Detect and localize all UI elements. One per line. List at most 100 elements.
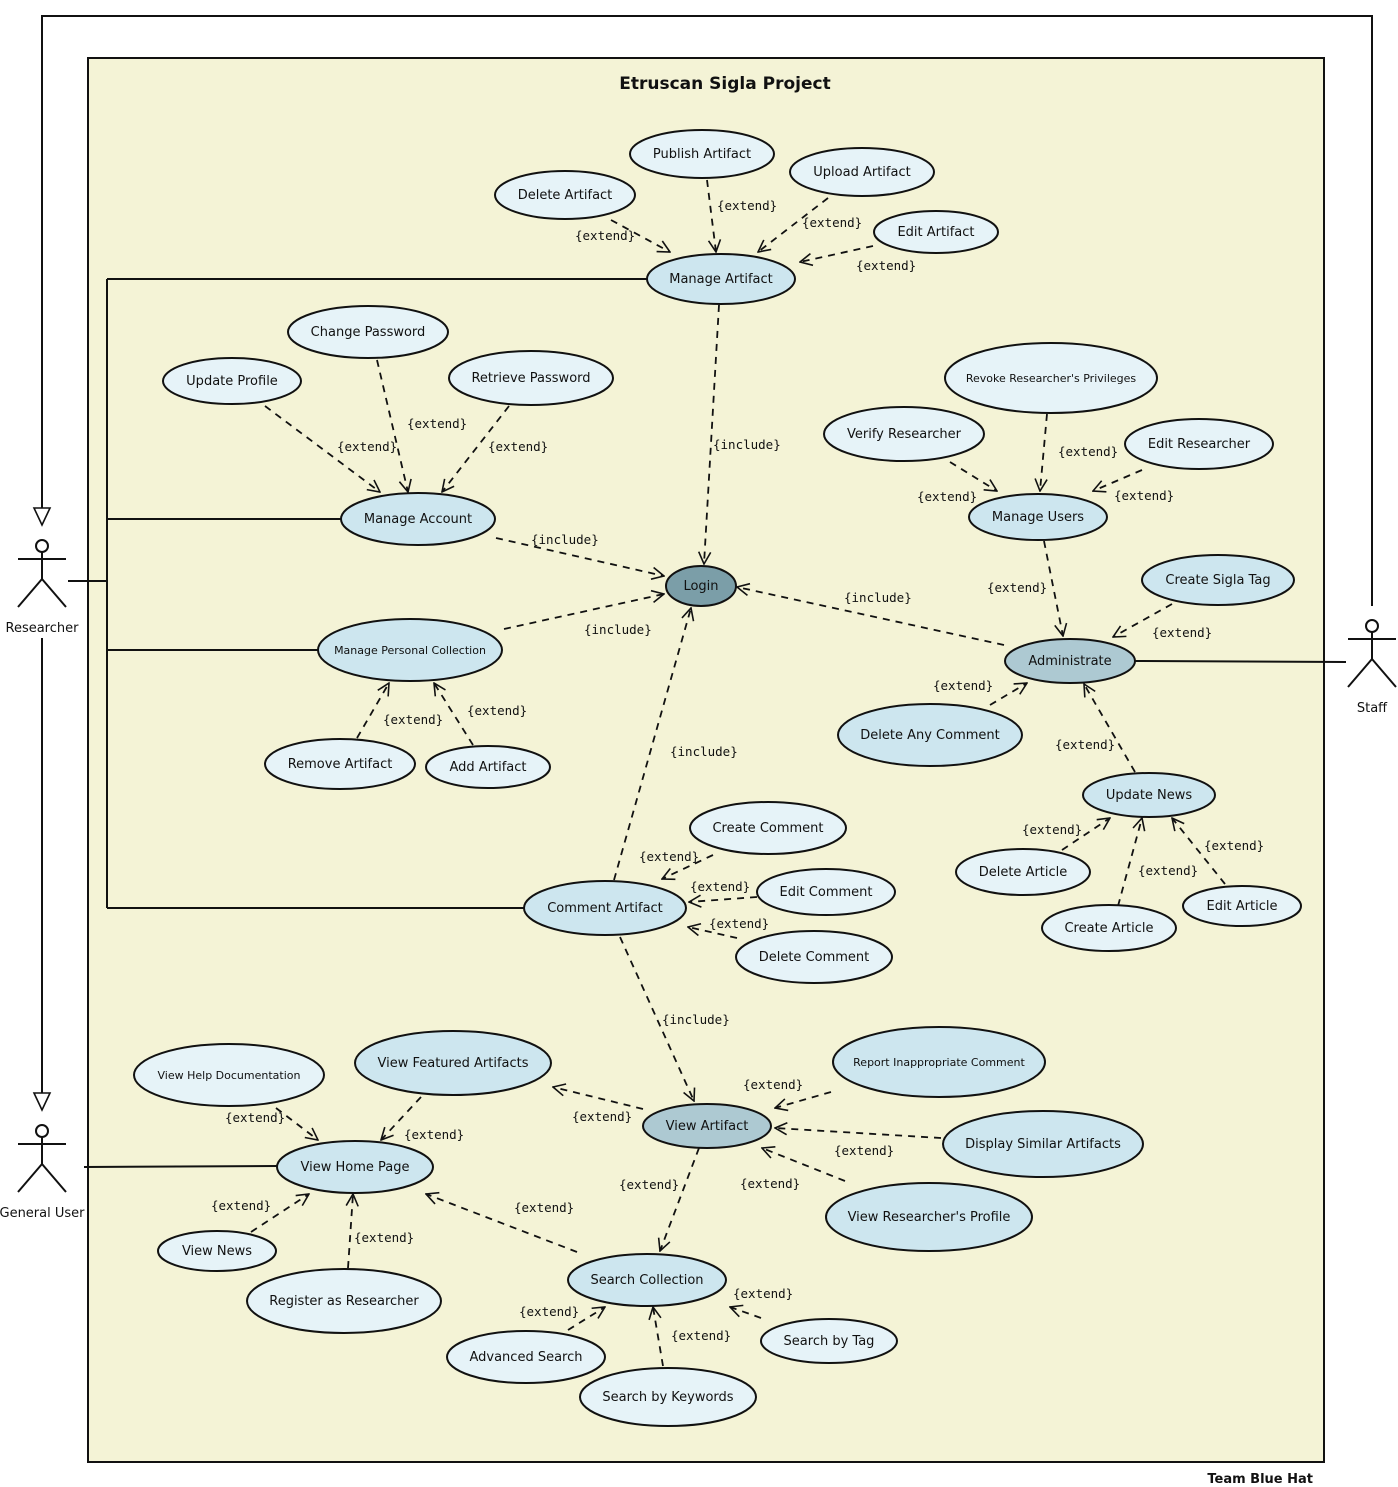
relation-label: {extend} [354,1230,414,1245]
use-case-label: Display Similar Artifacts [965,1137,1121,1152]
use-case-create-comment[interactable]: Create Comment [689,801,847,855]
relation-label: {include} [662,1012,730,1027]
use-case-label: Manage Personal Collection [334,644,486,657]
use-case-search-collection[interactable]: Search Collection [567,1253,727,1307]
use-case-view-researchers-profile[interactable]: View Researcher's Profile [825,1182,1033,1252]
relation-label: {extend} [383,712,443,727]
relation-label: {extend} [1022,822,1082,837]
dependencies [250,179,1226,1367]
relation-label: {extend} [690,879,750,894]
use-case-manage-account[interactable]: Manage Account [340,492,496,546]
relation-label: {extend} [572,1109,632,1124]
use-case-edit-researcher[interactable]: Edit Researcher [1124,418,1274,470]
delete-article-extend [1061,818,1110,851]
relation-label: {extend} [740,1176,800,1191]
use-case-label: Add Artifact [449,760,526,775]
use-case-edit-comment[interactable]: Edit Comment [756,868,896,916]
use-case-retrieve-password[interactable]: Retrieve Password [448,350,614,406]
use-case-search-by-keywords[interactable]: Search by Keywords [579,1367,757,1427]
use-case-label: Search by Tag [784,1334,875,1349]
use-case-label: Delete Comment [759,950,870,965]
relation-label: {include} [584,622,652,637]
use-case-label: View Researcher's Profile [848,1210,1011,1225]
use-case-change-password[interactable]: Change Password [287,305,449,359]
use-case-view-artifact[interactable]: View Artifact [642,1103,772,1149]
use-case-label: View Featured Artifacts [378,1056,529,1071]
use-case-label: Upload Artifact [813,165,910,180]
relation-label: {extend} [407,416,467,431]
use-case-edit-article[interactable]: Edit Article [1182,885,1302,927]
delete-artifact-extend [610,219,670,252]
use-case-advanced-search[interactable]: Advanced Search [446,1330,606,1384]
use-case-verify-researcher[interactable]: Verify Researcher [823,406,985,462]
use-case-delete-any-comment[interactable]: Delete Any Comment [837,703,1023,767]
use-case-label: Create Comment [712,821,823,836]
use-case-label: Delete Artifact [518,188,613,203]
use-case-label: Delete Any Comment [860,728,1000,743]
use-case-remove-artifact[interactable]: Remove Artifact [264,738,416,790]
use-case-manage-users[interactable]: Manage Users [968,493,1108,541]
use-case-report-inappropriate-comment[interactable]: Report Inappropriate Comment [832,1026,1046,1098]
use-case-delete-article[interactable]: Delete Article [955,848,1091,896]
relation-label: {extend} [856,258,916,273]
use-case-search-by-tag[interactable]: Search by Tag [760,1318,898,1364]
use-case-administrate[interactable]: Administrate [1004,638,1136,684]
display-similar-extend [775,1128,942,1139]
comment-artifact-include-login [613,608,691,881]
use-case-label: Remove Artifact [288,757,393,772]
relation-label: {extend} [834,1143,894,1158]
relation-label: {extend} [488,439,548,454]
relation-label: {extend} [575,228,635,243]
use-case-label: View Home Page [301,1160,410,1175]
relation-label: {extend} [933,678,993,693]
relation-label: {extend} [1055,737,1115,752]
general-user-association [83,1165,279,1168]
use-case-label: Create Sigla Tag [1165,573,1270,588]
use-case-label: Update News [1106,788,1193,803]
actor-staff[interactable]: Staff [1347,619,1397,716]
relation-label: {extend} [225,1110,285,1125]
use-case-view-home-page[interactable]: View Home Page [276,1140,434,1194]
use-case-manage-artifact[interactable]: Manage Artifact [646,253,796,305]
actor-label: Staff [1357,701,1388,716]
actor-general-user[interactable]: General User [0,1124,85,1221]
use-case-label: Manage Account [364,512,472,527]
featured-artifacts-extend [381,1096,422,1140]
use-case-upload-artifact[interactable]: Upload Artifact [789,147,935,197]
use-case-register-as-researcher[interactable]: Register as Researcher [246,1268,442,1334]
use-case-delete-comment[interactable]: Delete Comment [735,930,893,984]
use-case-update-profile[interactable]: Update Profile [162,357,302,405]
relation-label: {extend} [733,1286,793,1301]
use-case-revoke-privileges[interactable]: Revoke Researcher's Privileges [944,342,1158,414]
use-case-create-article[interactable]: Create Article [1041,904,1177,952]
use-case-label: Delete Article [979,865,1068,880]
help-docs-extend [275,1107,318,1140]
use-case-display-similar-artifacts[interactable]: Display Similar Artifacts [942,1110,1144,1178]
use-case-comment-artifact[interactable]: Comment Artifact [523,880,687,936]
relation-label: {extend} [1058,444,1118,459]
use-case-manage-personal-collection[interactable]: Manage Personal Collection [317,618,503,682]
use-case-delete-artifact[interactable]: Delete Artifact [494,170,636,220]
use-case-update-news[interactable]: Update News [1082,772,1216,818]
use-case-label: Administrate [1028,654,1111,669]
use-case-label: Change Password [311,325,426,340]
relation-label: {include} [531,532,599,547]
use-case-publish-artifact[interactable]: Publish Artifact [629,129,775,179]
use-case-add-artifact[interactable]: Add Artifact [425,745,551,789]
use-case-view-news[interactable]: View News [157,1230,277,1272]
staff-generalizes-researcher [32,15,1373,606]
use-case-view-help-documentation[interactable]: View Help Documentation [133,1043,325,1107]
stick-figure-icon [35,1124,49,1138]
relation-label: {include} [670,744,738,759]
relation-label: {extend} [709,916,769,931]
use-case-create-sigla-tag[interactable]: Create Sigla Tag [1141,554,1295,606]
use-case-label: Login [683,579,718,594]
use-cases: Publish Artifact Upload Artifact Delete … [133,129,1302,1427]
use-case-view-featured-artifacts[interactable]: View Featured Artifacts [354,1030,552,1096]
use-case-edit-artifact[interactable]: Edit Artifact [873,210,999,254]
use-case-login[interactable]: Login [665,565,737,607]
keywords-extend [653,1307,664,1367]
actor-researcher[interactable]: Researcher [6,539,80,636]
use-case-label: Edit Comment [780,885,873,900]
